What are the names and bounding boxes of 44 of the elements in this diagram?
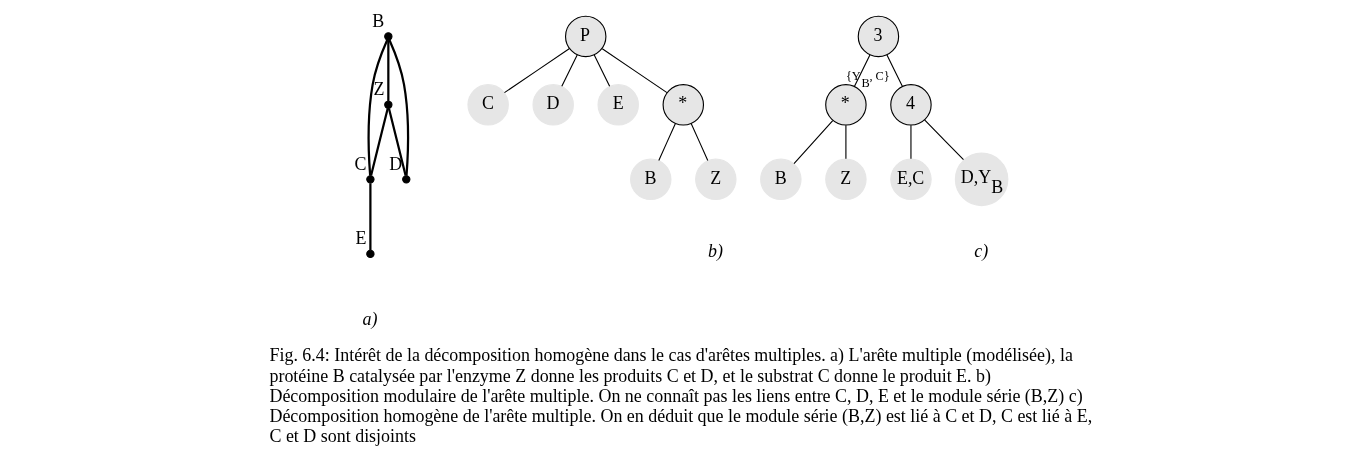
node-circle bbox=[366, 175, 375, 184]
label: b) bbox=[707, 241, 723, 262]
connector bbox=[370, 108, 389, 176]
connector bbox=[910, 124, 912, 160]
node-circle: B bbox=[760, 158, 802, 201]
caption: Fig. 6.4: Intérêt de la décomposition homogène dans le cas d'arêtes multiples. a) L'arête multiple (modélisée), la protéine B catalysée par l'enzyme Z donne les produits C et D, et le substrat C donne le produit E. b) Décomposition modulaire de l'arête multiple. On ne connaît pas les liens entre C, D, E et le module série (B,Z) c) Décomposition homogène de l'arête multiple. On en déduit que le module série (B,Z) est lié à C et D, C est lié à E, C et D sont disjoints bbox=[269, 345, 1093, 447]
connector bbox=[387, 108, 407, 176]
node-label: Z bbox=[373, 79, 385, 100]
connector bbox=[924, 119, 965, 161]
connector bbox=[853, 54, 871, 87]
connector bbox=[886, 54, 903, 87]
connector bbox=[561, 54, 578, 87]
connector bbox=[793, 120, 834, 165]
connector bbox=[387, 40, 390, 102]
connector bbox=[503, 48, 570, 94]
connector bbox=[593, 54, 611, 87]
label: a) bbox=[362, 309, 378, 330]
node-circle: 3 bbox=[857, 15, 900, 58]
connector bbox=[845, 124, 847, 160]
node-label: E bbox=[355, 228, 367, 249]
connector bbox=[690, 122, 709, 161]
node-circle: D bbox=[532, 84, 574, 126]
node-circle: Z bbox=[695, 158, 737, 201]
node-circle: C bbox=[467, 84, 509, 126]
node-circle bbox=[402, 175, 411, 184]
node-label: C bbox=[354, 153, 367, 174]
node-circle: B bbox=[630, 158, 672, 201]
node-circle bbox=[384, 32, 393, 41]
connector bbox=[601, 48, 668, 94]
connector bbox=[367, 39, 389, 176]
node-circle: P bbox=[564, 15, 607, 58]
node-circle bbox=[366, 249, 375, 259]
label: c) bbox=[974, 241, 989, 262]
node-circle: E,C bbox=[890, 158, 932, 201]
node-circle: 4 bbox=[890, 84, 932, 126]
node-label: D bbox=[389, 153, 403, 174]
node-circle: * bbox=[662, 84, 705, 126]
connector bbox=[658, 122, 676, 161]
node-label: B bbox=[372, 10, 385, 31]
connector bbox=[369, 183, 372, 250]
connector bbox=[388, 39, 410, 176]
node-circle bbox=[384, 100, 393, 110]
node-circle: E bbox=[597, 84, 639, 126]
node-circle: Z bbox=[825, 158, 867, 201]
